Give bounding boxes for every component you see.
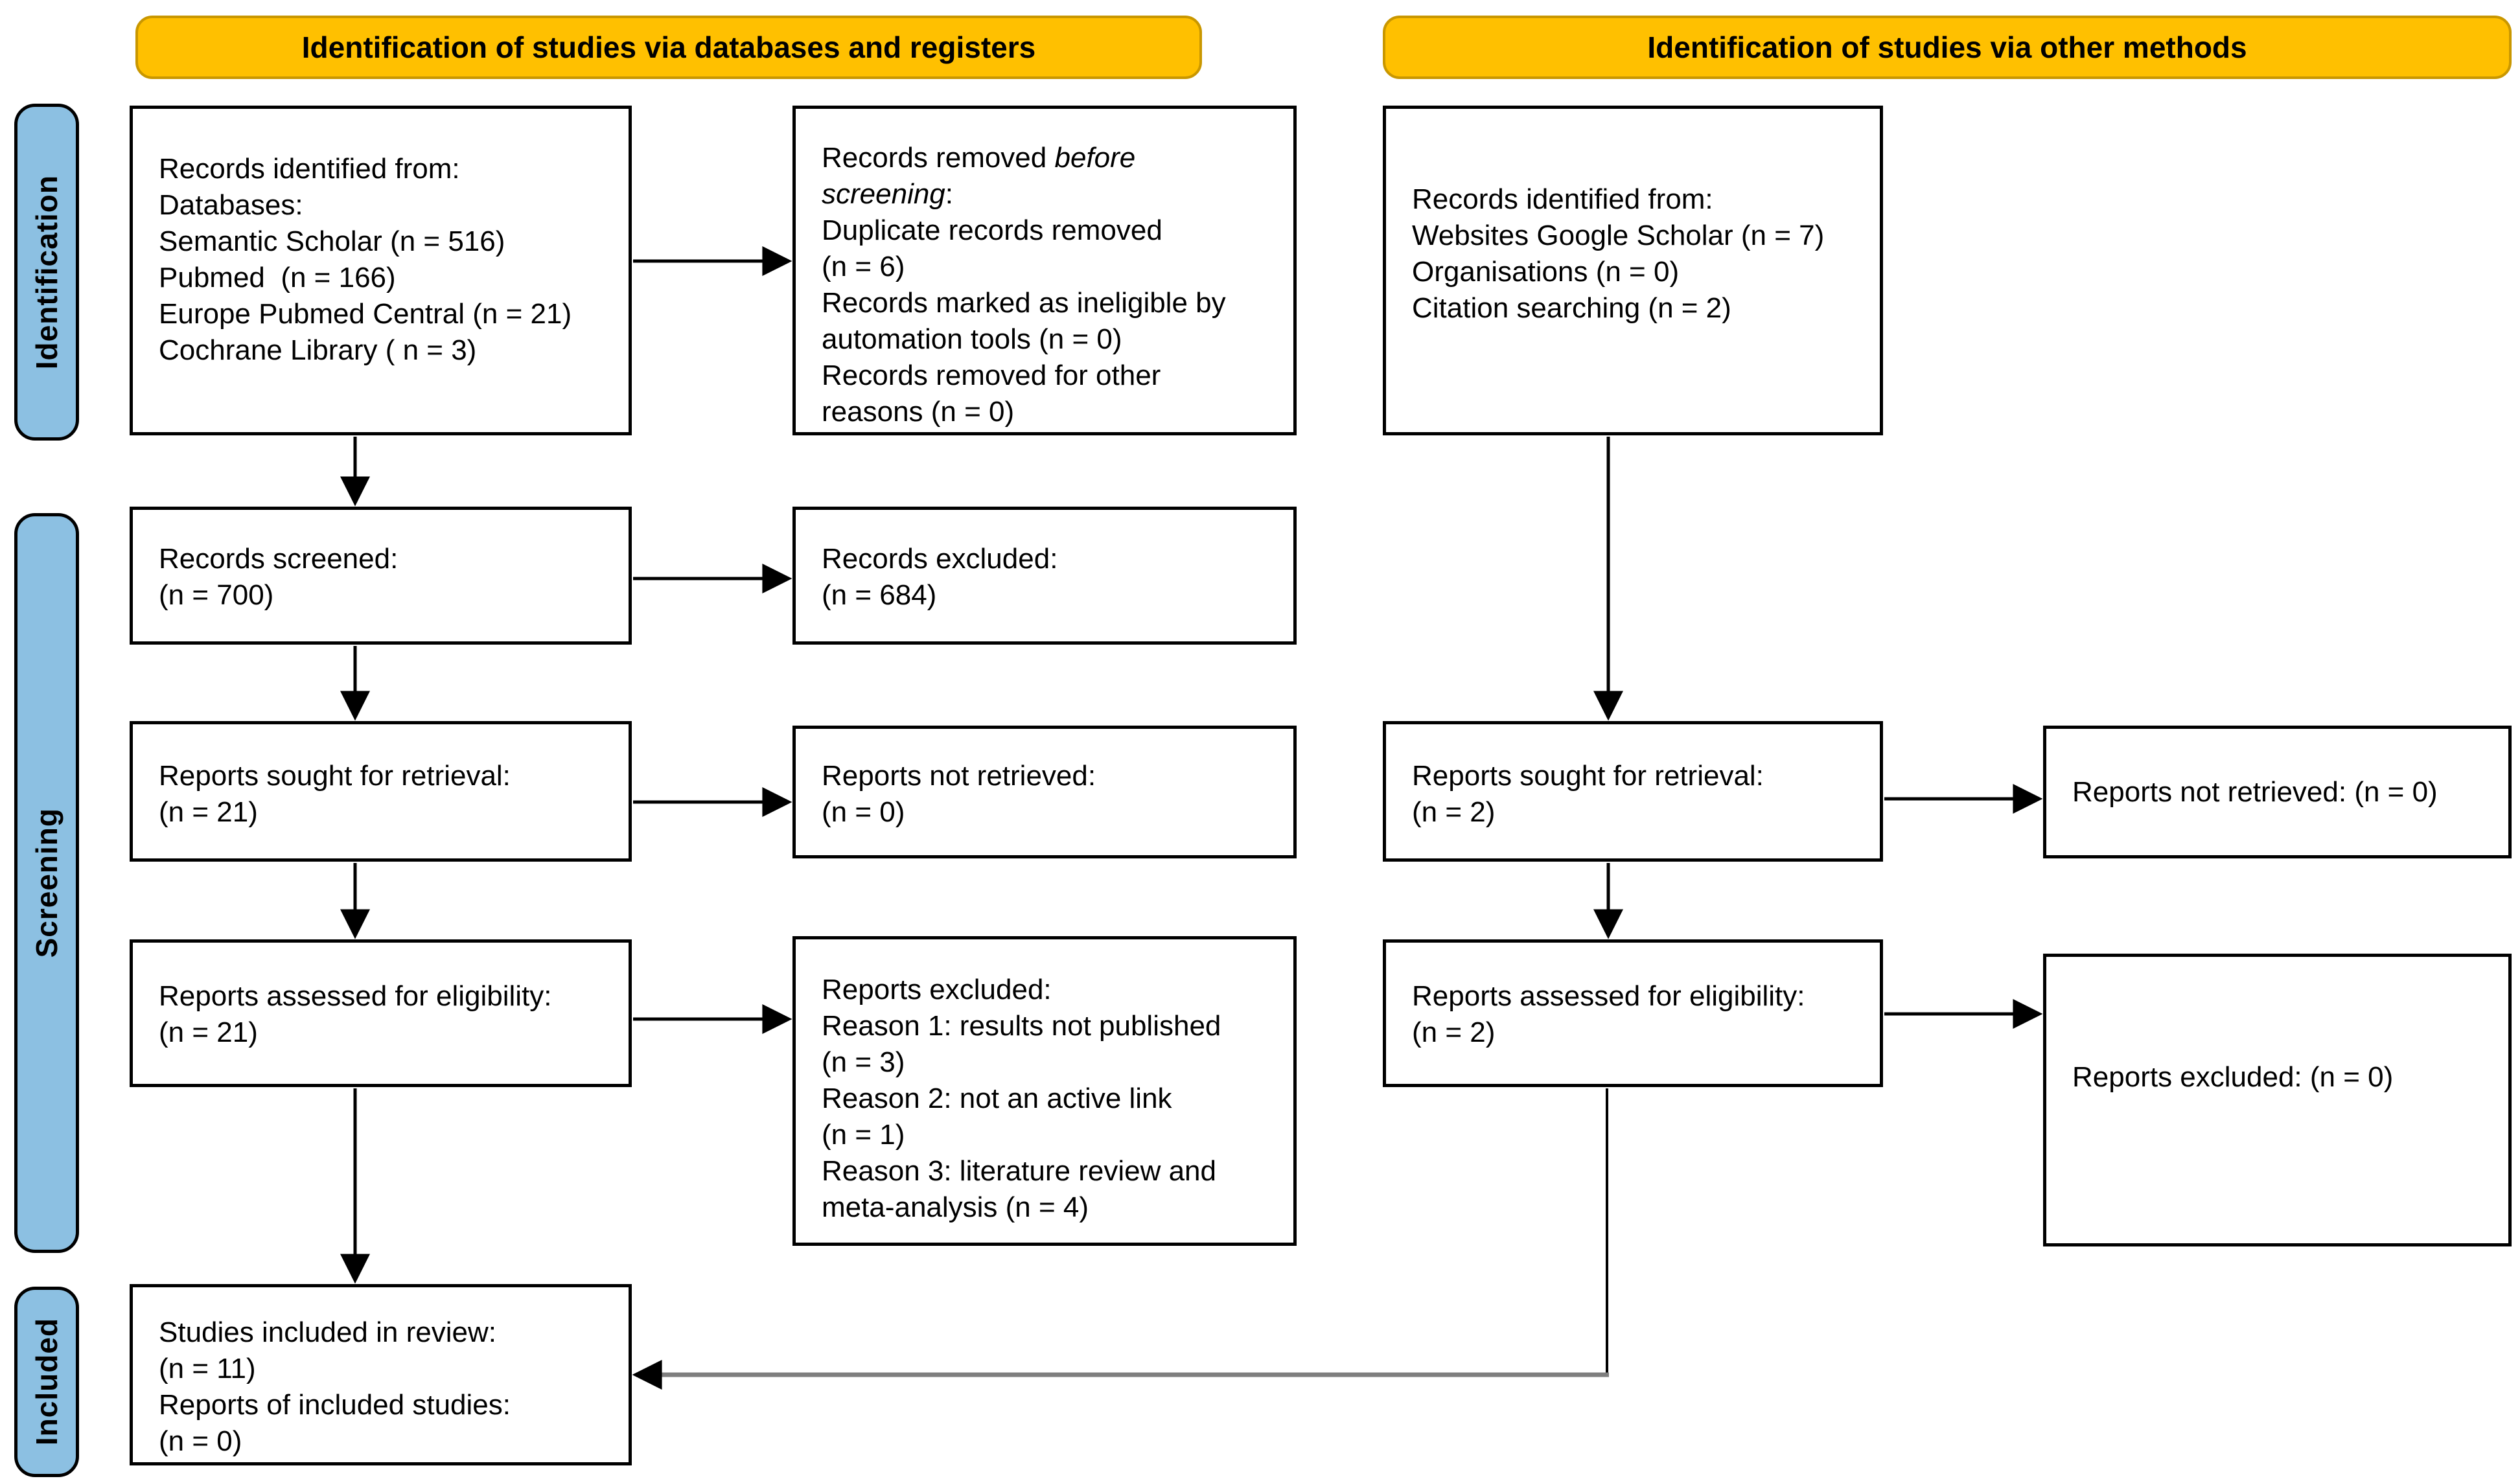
stage-label-included: Included	[14, 1287, 79, 1477]
reports-sought-other-box: Reports sought for retrieval: (n = 2)	[1383, 721, 1883, 862]
stage-label-included-text: Included	[30, 1318, 64, 1446]
header-other-methods: Identification of studies via other meth…	[1383, 16, 2512, 79]
header-other-methods-label: Identification of studies via other meth…	[1647, 30, 2247, 64]
removed-before-suffix: :	[945, 178, 954, 210]
reports-excluded-other-box: Reports excluded: (n = 0)	[2043, 954, 2512, 1246]
studies-included-box: Studies included in review: (n = 11) Rep…	[130, 1284, 632, 1465]
reports-not-retrieved-other-box: Reports not retrieved: (n = 0)	[2043, 726, 2512, 858]
reports-not-retrieved-databases-box: Reports not retrieved: (n = 0)	[792, 726, 1297, 858]
records-screened-box: Records screened: (n = 700)	[130, 507, 632, 645]
stage-label-screening-text: Screening	[30, 808, 64, 958]
stage-label-screening: Screening	[14, 513, 79, 1253]
removed-before-rest: Duplicate records removed (n = 6) Record…	[822, 214, 1226, 428]
reports-assessed-other-box: Reports assessed for eligibility: (n = 2…	[1383, 939, 1883, 1087]
records-identified-databases-box: Records identified from: Databases: Sema…	[130, 106, 632, 435]
reports-excluded-reasons-box: Reports excluded: Reason 1: results not …	[792, 936, 1297, 1246]
records-excluded-box: Records excluded: (n = 684)	[792, 507, 1297, 645]
records-removed-before-screening-box: Records removed before screening: Duplica…	[792, 106, 1297, 435]
records-identified-other-box: Records identified from: Websites Google…	[1383, 106, 1883, 435]
removed-before-italic: before screening	[822, 142, 1136, 210]
reports-sought-databases-box: Reports sought for retrieval: (n = 21)	[130, 721, 632, 862]
stage-label-identification: Identification	[14, 104, 79, 441]
removed-before-prefix: Records removed	[822, 142, 1055, 174]
header-databases-registers: Identification of studies via databases …	[135, 16, 1202, 79]
stage-label-identification-text: Identification	[30, 174, 64, 370]
header-databases-registers-label: Identification of studies via databases …	[301, 30, 1036, 64]
reports-assessed-databases-box: Reports assessed for eligibility: (n = 2…	[130, 939, 632, 1087]
